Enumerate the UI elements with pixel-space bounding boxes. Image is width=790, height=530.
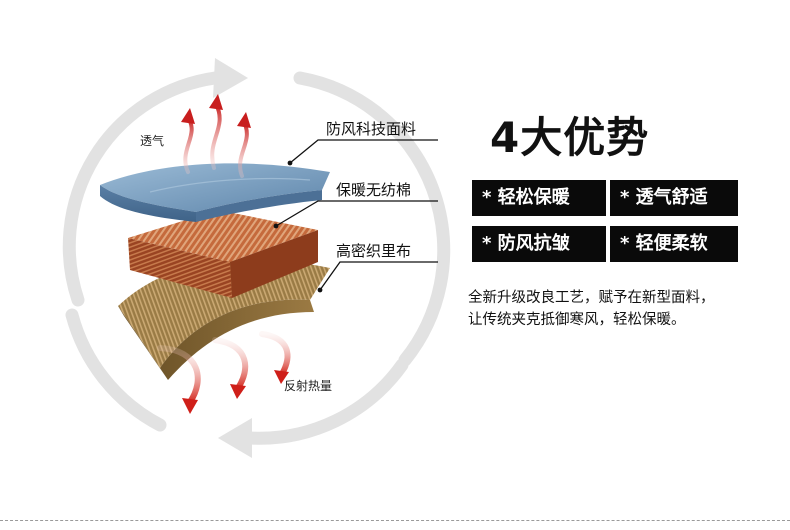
callout-line-cotton bbox=[275, 200, 438, 227]
reflect-arrow-2 bbox=[212, 337, 249, 391]
badge-windproof: * 防风抗皱 bbox=[472, 226, 606, 262]
callout-lines bbox=[275, 139, 438, 291]
vent-arrowhead-1 bbox=[181, 108, 195, 124]
vent-label: 透气 bbox=[140, 134, 165, 148]
layer-label-fabric: 防风科技面料 bbox=[326, 120, 417, 138]
vent-arrow-2 bbox=[210, 102, 222, 170]
layer-label-lining: 高密织里布 bbox=[336, 242, 412, 260]
advantages-title: 4大优势 bbox=[490, 113, 650, 162]
fabric-top-layer bbox=[100, 163, 330, 222]
badge-light-soft: * 轻便柔软 bbox=[610, 226, 738, 262]
description-line-1: 全新升级改良工艺，赋予在新型面料， bbox=[468, 290, 715, 306]
callout-dot-fabric bbox=[287, 160, 293, 166]
cotton-layer bbox=[128, 210, 318, 298]
reflect-arrow-1 bbox=[157, 345, 201, 405]
cycle-arrowhead-top bbox=[213, 58, 248, 98]
cycle-arc-bottom bbox=[243, 358, 409, 445]
badge-warm: * 轻松保暖 bbox=[472, 180, 606, 216]
reflect-arrowhead-3 bbox=[274, 370, 289, 384]
lining-layer bbox=[118, 259, 330, 380]
cycle-arc-top bbox=[62, 71, 222, 307]
callout-dot-cotton bbox=[273, 223, 279, 229]
callout-line-fabric bbox=[289, 139, 438, 164]
vent-arrowhead-2 bbox=[209, 94, 223, 110]
cycle-arrowhead-bottom bbox=[218, 418, 252, 458]
reflect-arrowhead-2 bbox=[230, 384, 246, 399]
vent-arrow-3 bbox=[238, 120, 249, 178]
vent-arrow-1 bbox=[183, 116, 194, 174]
reflect-arrow-3 bbox=[259, 331, 291, 377]
badge-breathable: * 透气舒适 bbox=[610, 180, 738, 216]
reflect-heat-label: 反射热量 bbox=[284, 379, 333, 393]
vent-arrowhead-3 bbox=[237, 112, 251, 128]
callout-dot-lining bbox=[317, 287, 323, 293]
bottom-divider bbox=[0, 520, 790, 521]
layer-label-cotton: 保暖无纺棉 bbox=[336, 181, 412, 199]
reflect-arrowhead-1 bbox=[182, 398, 198, 414]
description-line-2: 让传统夹克抵御寒风，轻松保暖。 bbox=[468, 312, 686, 328]
cycle-arc-left bbox=[65, 308, 167, 432]
cycle-ring bbox=[62, 58, 451, 458]
reflect-arrows bbox=[157, 331, 291, 405]
callout-line-lining bbox=[319, 261, 438, 291]
cycle-arc-right bbox=[293, 71, 451, 367]
